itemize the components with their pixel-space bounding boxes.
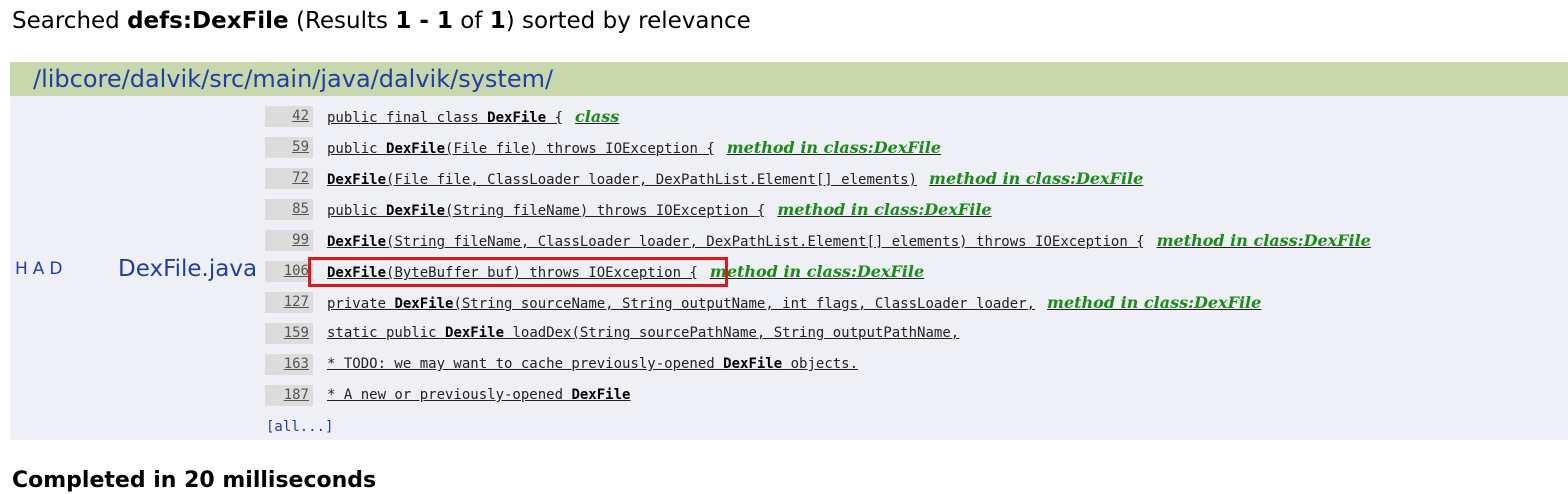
code-line: 187 * A new or previously-opened DexFile xyxy=(265,385,1555,416)
summary-prefix: Searched xyxy=(12,8,128,34)
code-line-link[interactable]: DexFile(File file, ClassLoader loader, D… xyxy=(327,168,1143,191)
directory-row: /libcore/dalvik/src/main/java/dalvik/sys… xyxy=(10,62,1568,96)
summary-range-start: 1 xyxy=(395,8,412,34)
code-match: DexFile xyxy=(445,325,505,341)
code-match: DexFile xyxy=(386,203,446,219)
definition-tag: method in class:DexFile xyxy=(1047,293,1262,312)
summary-query: defs:DexFile xyxy=(127,8,289,34)
code-text-pre: public xyxy=(327,203,387,219)
definition-tag: method in class:DexFile xyxy=(929,169,1144,188)
line-number-link[interactable]: 187 xyxy=(265,385,313,406)
code-line-link[interactable]: DexFile(String fileName, ClassLoader loa… xyxy=(327,230,1371,253)
code-line: 42 public final class DexFile { class xyxy=(265,106,1555,137)
code-match: DexFile xyxy=(327,234,387,250)
code-line-link[interactable]: * A new or previously-opened DexFile xyxy=(327,385,630,406)
code-line: 163 * TODO: we may want to cache previous… xyxy=(265,354,1555,385)
code-line: 59 public DexFile(File file) throws IOExc… xyxy=(265,137,1555,168)
code-text-pre: static public xyxy=(327,325,446,341)
summary-suffix: ) sorted by relevance xyxy=(505,8,751,34)
code-text-post: (String fileName, ClassLoader loader, De… xyxy=(386,234,1145,250)
code-text-post: (File file) throws IOException { xyxy=(445,141,715,157)
code-text-post: loadDex(String sourcePathName, String ou… xyxy=(504,325,960,341)
line-number-link[interactable]: 85 xyxy=(265,199,313,220)
line-number-link[interactable]: 72 xyxy=(265,168,313,189)
code-text-post: (File file, ClassLoader loader, DexPathL… xyxy=(386,172,918,188)
highlight-box xyxy=(308,257,728,287)
code-line: 106 DexFile(ByteBuffer buf) throws IOExce… xyxy=(265,261,1555,292)
code-match: DexFile xyxy=(487,110,547,126)
code-text-pre: * A new or previously-opened xyxy=(327,387,572,403)
code-text-post: { xyxy=(546,110,564,126)
code-text-pre: * TODO: we may want to cache previously-… xyxy=(327,356,724,372)
code-line-link[interactable]: private DexFile(String sourceName, Strin… xyxy=(327,292,1261,315)
code-text-post: (String fileName) throws IOException { xyxy=(445,203,766,219)
code-line-link[interactable]: DexFile(ByteBuffer buf) throws IOExcepti… xyxy=(327,261,924,284)
code-text-pre: public final class xyxy=(327,110,488,126)
code-lines: 42 public final class DexFile { class 59 pub… xyxy=(265,106,1555,416)
code-text-post: objects. xyxy=(782,356,859,372)
search-summary: Searched defs:DexFile (Results 1 - 1 of … xyxy=(12,6,751,36)
code-line: 99 DexFile(String fileName, ClassLoader l… xyxy=(265,230,1555,261)
line-number-link[interactable]: 163 xyxy=(265,354,313,375)
definition-tag: method in class:DexFile xyxy=(1156,231,1371,250)
code-text-pre: public xyxy=(327,141,387,157)
summary-results-open: (Results xyxy=(288,8,396,34)
code-line-link[interactable]: * TODO: we may want to cache previously-… xyxy=(327,354,858,375)
line-number-link[interactable]: 127 xyxy=(265,292,313,313)
code-match: DexFile xyxy=(394,296,454,312)
code-match: DexFile xyxy=(327,172,387,188)
code-line-link[interactable]: public final class DexFile { class xyxy=(327,106,619,129)
all-results-link[interactable]: [all...] xyxy=(266,419,334,435)
had-links[interactable]: HAD xyxy=(15,259,68,279)
summary-total: 1 xyxy=(489,8,506,34)
definition-tag: method in class:DexFile xyxy=(777,200,992,219)
code-line: 159 static public DexFile loadDex(String … xyxy=(265,323,1555,354)
code-line: 127 private DexFile(String sourceName, St… xyxy=(265,292,1555,323)
line-number-link[interactable]: 42 xyxy=(265,106,313,127)
line-number-link[interactable]: 106 xyxy=(265,261,313,282)
code-match: DexFile xyxy=(327,265,387,281)
code-match: DexFile xyxy=(386,141,446,157)
summary-range-dash: - xyxy=(411,8,437,34)
code-line-link[interactable]: public DexFile(File file) throws IOExcep… xyxy=(327,137,941,160)
line-number-link[interactable]: 159 xyxy=(265,323,313,344)
directory-link[interactable]: /libcore/dalvik/src/main/java/dalvik/sys… xyxy=(33,65,554,93)
definition-tag: method in class:DexFile xyxy=(726,138,941,157)
code-line: 72 DexFile(File file, ClassLoader loader,… xyxy=(265,168,1555,199)
code-line-link[interactable]: static public DexFile loadDex(String sou… xyxy=(327,323,959,344)
line-number-link[interactable]: 59 xyxy=(265,137,313,158)
file-link[interactable]: DexFile.java xyxy=(118,256,258,282)
definition-tag: method in class:DexFile xyxy=(709,262,925,281)
summary-of: of xyxy=(452,8,490,34)
code-text-post: (String sourceName, String outputName, i… xyxy=(453,296,1036,312)
summary-range-end: 1 xyxy=(436,8,453,34)
completion-status: Completed in 20 milliseconds xyxy=(12,468,377,493)
line-number-link[interactable]: 99 xyxy=(265,230,313,251)
code-text-post: (ByteBuffer buf) throws IOException { xyxy=(386,265,698,281)
definition-tag: class xyxy=(575,107,620,126)
code-text-pre: private xyxy=(327,296,395,312)
code-match: DexFile xyxy=(571,387,631,403)
code-line-link[interactable]: public DexFile(String fileName) throws I… xyxy=(327,199,992,222)
results-table: /libcore/dalvik/src/main/java/dalvik/sys… xyxy=(10,62,1568,440)
code-line: 85 public DexFile(String fileName) throws… xyxy=(265,199,1555,230)
code-match: DexFile xyxy=(723,356,783,372)
